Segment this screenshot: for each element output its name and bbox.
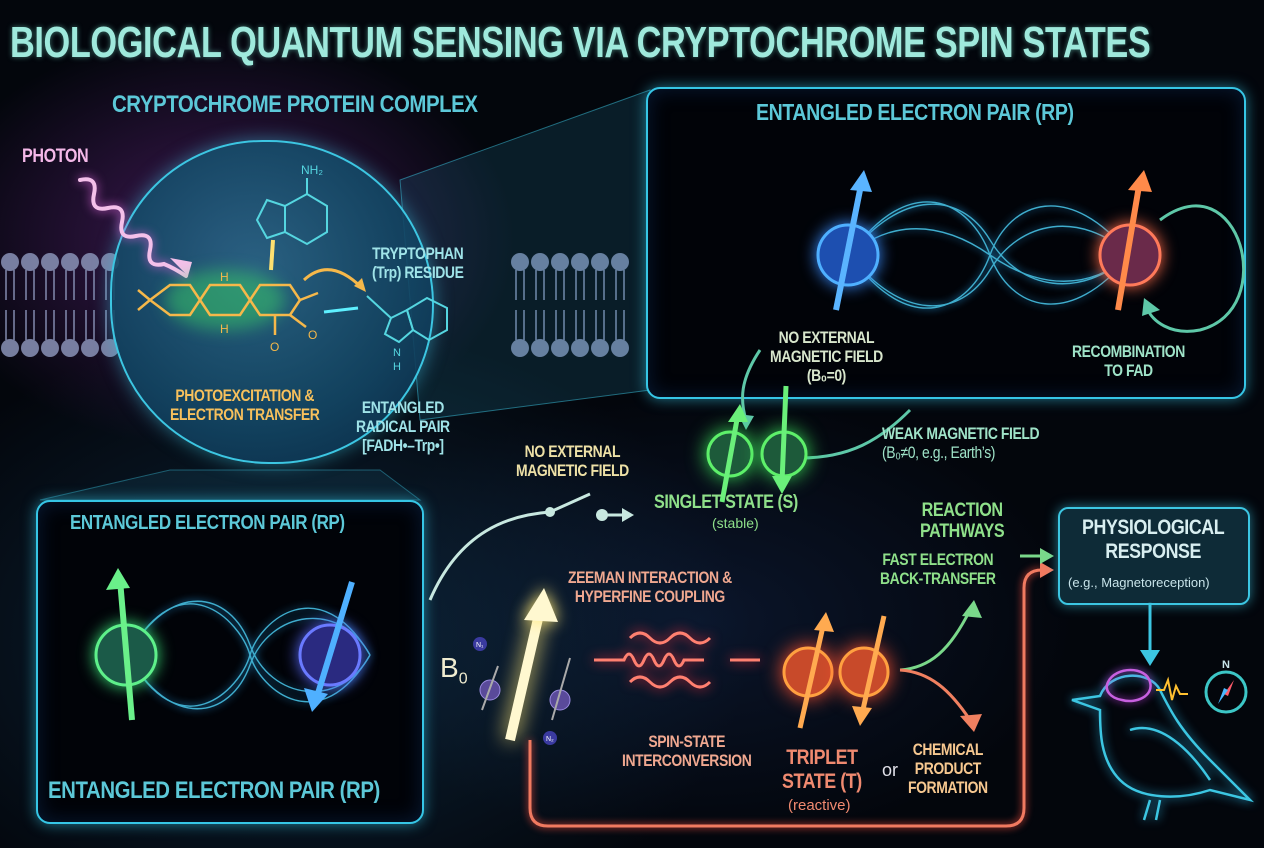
physiological-response-box [1058, 507, 1250, 605]
bottom-panel-heading-bottom: ENTANGLED ELECTRON PAIR (RP) [48, 777, 380, 804]
adenine-molecule: NH₂ [255, 163, 328, 271]
no-field-switch-label: NO EXTERNAL MAGNETIC FIELD [516, 442, 629, 481]
singlet-pair-illustration [706, 349, 912, 503]
cryptochrome-protein [110, 140, 434, 464]
triplet-label: TRIPLET STATE (T) [782, 746, 862, 793]
physiological-subtitle: (e.g., Magnetoreception) [1068, 575, 1210, 590]
tryptophan-molecule: N H [366, 295, 448, 373]
svg-text:N: N [393, 347, 401, 359]
svg-text:N₁: N₁ [476, 642, 484, 649]
svg-text:H: H [393, 361, 401, 373]
field-switch-path [428, 492, 634, 601]
triplet-pair-illustration [782, 600, 982, 732]
b0-label: B0 [440, 652, 468, 688]
entangled-pair-bottom-illustration [94, 568, 371, 721]
no-field-label-top: NO EXTERNAL MAGNETIC FIELD (B₀=0) [770, 328, 883, 386]
singlet-sublabel: (stable) [712, 515, 759, 531]
flavin-fad-molecule: H H O O [137, 270, 319, 354]
svg-text:NH₂: NH₂ [301, 163, 323, 177]
interconversion-label: SPIN-STATE INTERCONVERSION [622, 732, 752, 771]
or-label: or [882, 760, 899, 780]
chemical-product-label: CHEMICAL PRODUCT FORMATION [908, 740, 988, 798]
photon-wave-icon [78, 177, 192, 278]
electron-transfer-arrow [302, 268, 366, 314]
svg-text:H: H [220, 270, 229, 284]
svg-text:O: O [308, 328, 317, 342]
interconversion-waves-icon [594, 631, 760, 689]
lipid-bilayer [1, 253, 629, 357]
tryptophan-label: TRYPTOPHAN (Trp) RESIDUE [372, 244, 464, 283]
svg-text:H: H [220, 322, 229, 336]
triplet-sublabel: (reactive) [788, 797, 851, 814]
back-transfer-label: FAST ELECTRON BACK-TRANSFER [880, 550, 996, 589]
radical-pair-label: ENTANGLED RADICAL PAIR [FADH•–Trp•] [356, 398, 450, 456]
svg-text:N: N [1222, 659, 1230, 671]
weak-field-label: WEAK MAGNETIC FIELD (B₀≠0, e.g., Earth’s… [882, 424, 1040, 463]
singlet-label: SINGLET STATE (S) [654, 492, 798, 513]
cryptochrome-heading: CRYPTOCHROME PROTEIN COMPLEX [112, 91, 478, 118]
bird-magnetoreception-icon: N [1071, 659, 1255, 821]
photon-label: PHOTON [22, 146, 89, 167]
reaction-pathways-heading: REACTION PATHWAYS [920, 500, 1005, 543]
photoexcitation-label: PHOTOEXCITATION & ELECTRON TRANSFER [170, 386, 320, 425]
magnetic-field-arrow: N₁ N₂ [473, 588, 571, 745]
bottom-panel-heading-top: ENTANGLED ELECTRON PAIR (RP) [70, 512, 345, 534]
svg-text:N₂: N₂ [546, 736, 554, 743]
top-panel-heading: ENTANGLED ELECTRON PAIR (RP) [756, 99, 1074, 125]
physiological-title: PHYSIOLOGICAL RESPONSE [1082, 516, 1225, 563]
entangled-pair-top-illustration [816, 170, 1246, 333]
zeeman-label: ZEEMAN INTERACTION & HYPERFINE COUPLING [568, 568, 732, 607]
svg-text:O: O [270, 340, 279, 354]
recombination-label: RECOMBINATION TO FAD [1072, 342, 1185, 381]
page-title: BIOLOGICAL QUANTUM SENSING VIA CRYPTOCHR… [10, 18, 1151, 67]
